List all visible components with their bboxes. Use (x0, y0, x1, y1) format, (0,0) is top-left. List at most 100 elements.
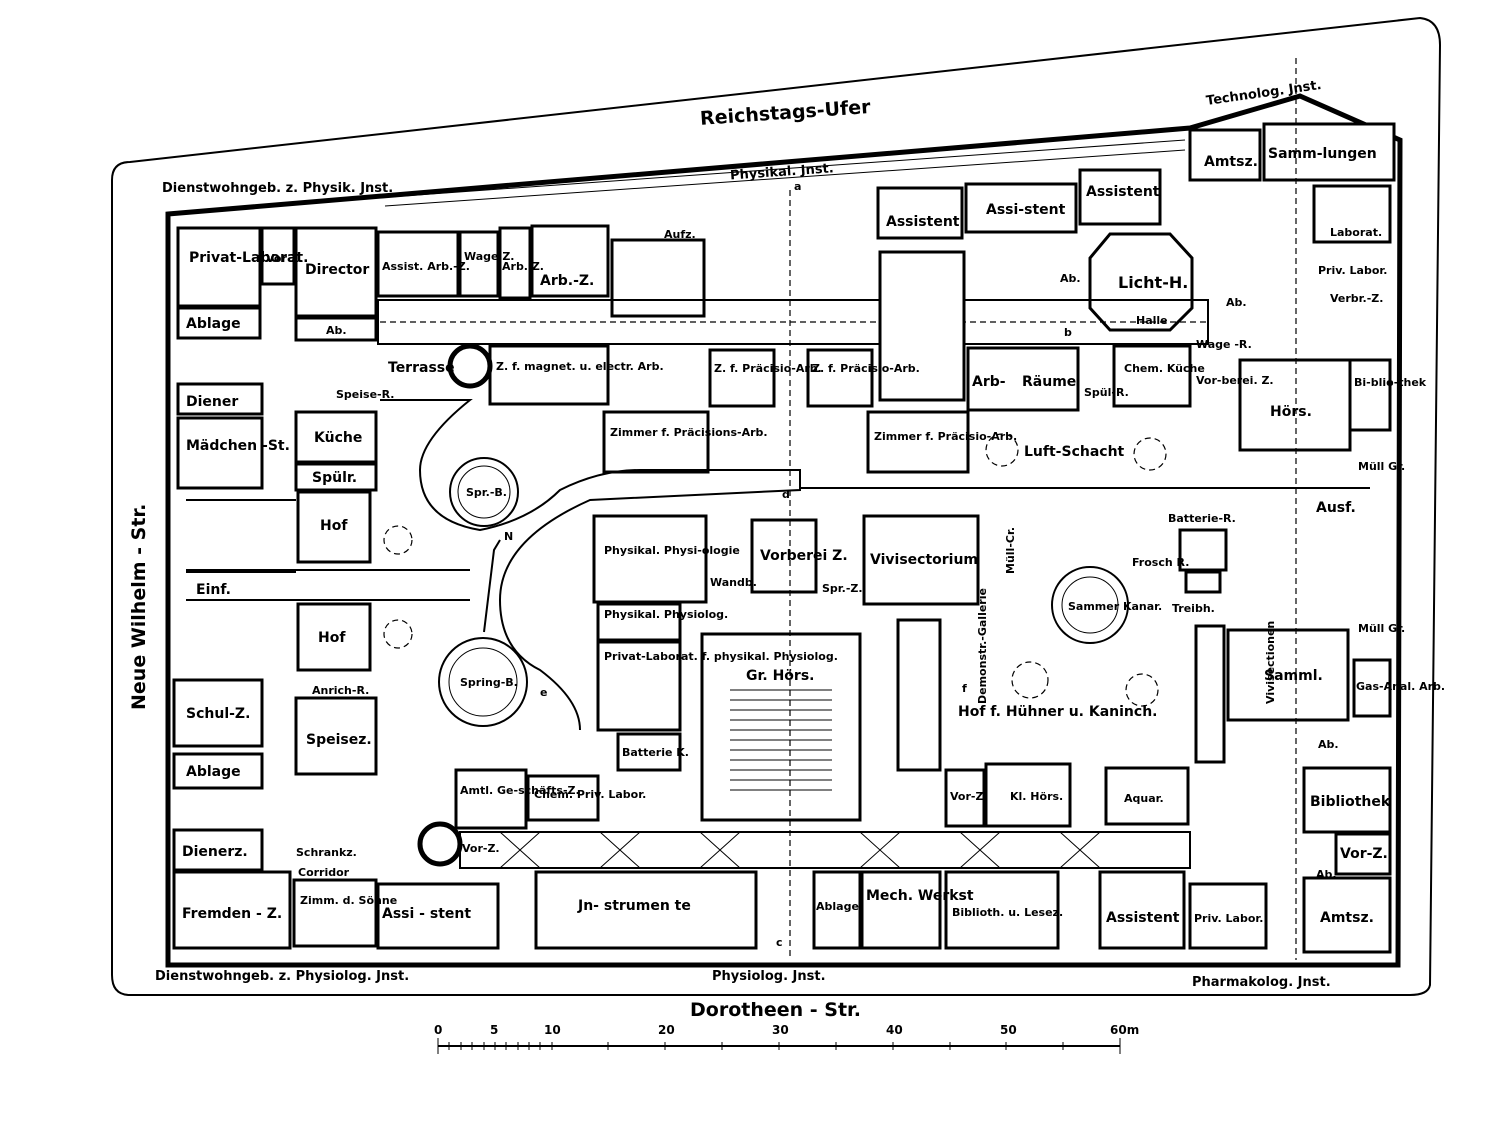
room-gr-hoers (700, 632, 862, 822)
scale-tick-10: 10 (544, 1023, 561, 1037)
label-dienst-physiolog: Dienstwohngeb. z. Physiolog. Jnst. (155, 969, 409, 984)
label-vivisectionen: Vivisectionen (1264, 621, 1277, 704)
label-dienerz: Dienerz. (182, 844, 248, 860)
room-instrumente (534, 870, 758, 950)
label-ab-ne: Ab. (1226, 296, 1247, 309)
axis-letter-b: b (1064, 326, 1072, 339)
label-gas-anal-arb: Gas-Anal. Arb. (1356, 680, 1445, 693)
label-laborat-ne: Laborat. (1330, 226, 1382, 239)
room-assistent-n2 (964, 182, 1078, 234)
label-instrumente: Jn- strumen te (577, 898, 691, 914)
room-amtl-geschaefts (454, 768, 528, 830)
label-ab-lh: Ab. (1060, 272, 1081, 285)
corridor-north (377, 299, 1209, 345)
label-bibliothek-se: Bibliothek (1310, 794, 1391, 810)
room-director (294, 226, 378, 318)
room-assistent-se (1098, 870, 1186, 950)
room-amtsz (1188, 128, 1262, 182)
label-hof-huehner: Hof f. Hühner u. Kaninch. (958, 704, 1157, 720)
label-ab-se2: Ab. (1316, 868, 1337, 881)
room-vorberei (750, 518, 818, 594)
corridor-south (459, 831, 1191, 869)
label-halle: Halle (1136, 314, 1168, 327)
label-physikal-physiologie: Physikal. Physi-ologie (604, 544, 740, 557)
room-mech-werkst (860, 870, 942, 950)
label-muell-cr: Müll-Cr. (1004, 527, 1017, 574)
scale-tick-60: 60m (1110, 1023, 1139, 1037)
room-vivisectionen (1194, 624, 1226, 764)
svg-text:N: N (504, 530, 513, 543)
scale-bar: 0 5 10 20 30 40 50 60m (434, 1023, 1139, 1054)
label-sammer-kanar: Sammer Kanar. (1068, 600, 1162, 613)
label-hof-2: Hof (318, 630, 346, 646)
label-assi-stent-n: Assi-stent (986, 202, 1066, 218)
room-praecisio-2 (806, 348, 874, 408)
room-priv-labor-se (1188, 882, 1268, 950)
label-spuelr: Spülr. (312, 470, 357, 486)
room-kl-hoers (984, 762, 1072, 828)
label-ablage-s: Ablage (816, 900, 859, 913)
label-zimm-soehne: Zimm. d. Söhne (300, 894, 397, 907)
room-kueche (294, 410, 378, 464)
room-fremden (172, 870, 292, 950)
room-privat-lab-phys (596, 640, 682, 732)
room-biblioth-lesez (944, 870, 1060, 950)
street-west: Neue Wilhelm - Str. (128, 504, 150, 710)
label-mech-werkst: Mech. Werkst (866, 888, 974, 904)
room-amtsz-se (1302, 876, 1392, 954)
label-hof-1: Hof (320, 518, 348, 534)
label-corridor: Corridor (298, 866, 350, 879)
room-ablage-s (812, 870, 862, 950)
label-amtsz-ne: Amtsz. (1204, 154, 1258, 170)
site-boundary (111, 16, 1442, 996)
label-director: Director (305, 262, 369, 278)
label-demonstr-gallerie: Demonstr.-Gallerie (976, 588, 989, 704)
label-z-magnet: Z. f. magnet. u. electr. Arb. (496, 360, 664, 373)
axis-letter-a: a (794, 180, 801, 193)
axis-letter-c: c (776, 936, 783, 949)
room-wage (458, 230, 500, 298)
room-licht-h (1088, 232, 1194, 332)
label-vorz-1: Vor Z. (266, 252, 303, 265)
label-kl-hoers: Kl. Hörs. (1010, 790, 1063, 803)
label-schul-z: Schul-Z. (186, 706, 250, 722)
label-luft-schacht: Luft-Schacht (1024, 444, 1125, 460)
label-fremden-z: Fremden - Z. (182, 906, 282, 922)
room-z-magnet (488, 344, 610, 406)
label-ausf: Ausf. (1316, 500, 1356, 516)
label-terrasse: Terrasse (388, 360, 455, 376)
lecture-seating (730, 689, 832, 791)
room-zimmer-praec-2 (866, 410, 970, 474)
label-ab-nw: Ab. (326, 324, 347, 337)
label-priv-labor-se: Priv. Labor. (1194, 912, 1263, 925)
room-arb-raeume (966, 346, 1080, 412)
label-frosch-r: Frosch R. (1132, 556, 1189, 569)
room-assistent-n1 (876, 186, 964, 240)
label-bibliothek-ne: Bi-blio-thek (1354, 376, 1427, 389)
building-outline (165, 93, 1403, 968)
label-pharmakolog-jnst: Pharmakolog. Jnst. (1192, 975, 1331, 990)
label-speise: Speise-R. (336, 388, 394, 401)
room-chem-priv-labor (526, 774, 600, 822)
scale-tick-40: 40 (886, 1023, 903, 1037)
room-laborat-ne (1312, 184, 1392, 244)
terrasse-circle (447, 343, 493, 389)
room-arb (530, 224, 610, 298)
label-assistent-n2: Assistent (1086, 184, 1160, 200)
label-aufz: Aufz. (664, 228, 696, 241)
north-arrow (483, 539, 501, 633)
room-ablage-nw (176, 306, 262, 340)
stair-circle (417, 821, 463, 867)
label-physiolog-jnst: Physiolog. Jnst. (712, 969, 826, 984)
room-vivisectorium (862, 514, 980, 606)
label-schrankz: Schrankz. (296, 846, 357, 859)
label-vor-z-sw: Vor-Z. (462, 842, 500, 855)
room-stair-n1 (610, 238, 706, 318)
label-treibh: Treibh. (1172, 602, 1215, 615)
label-physikal-jnst: Physikal. Jnst. (730, 161, 835, 183)
room-zimm-soehne (292, 878, 378, 948)
room-samml (1226, 628, 1350, 722)
room-chem-kueche (1112, 344, 1192, 408)
room-arb-small (498, 226, 532, 300)
